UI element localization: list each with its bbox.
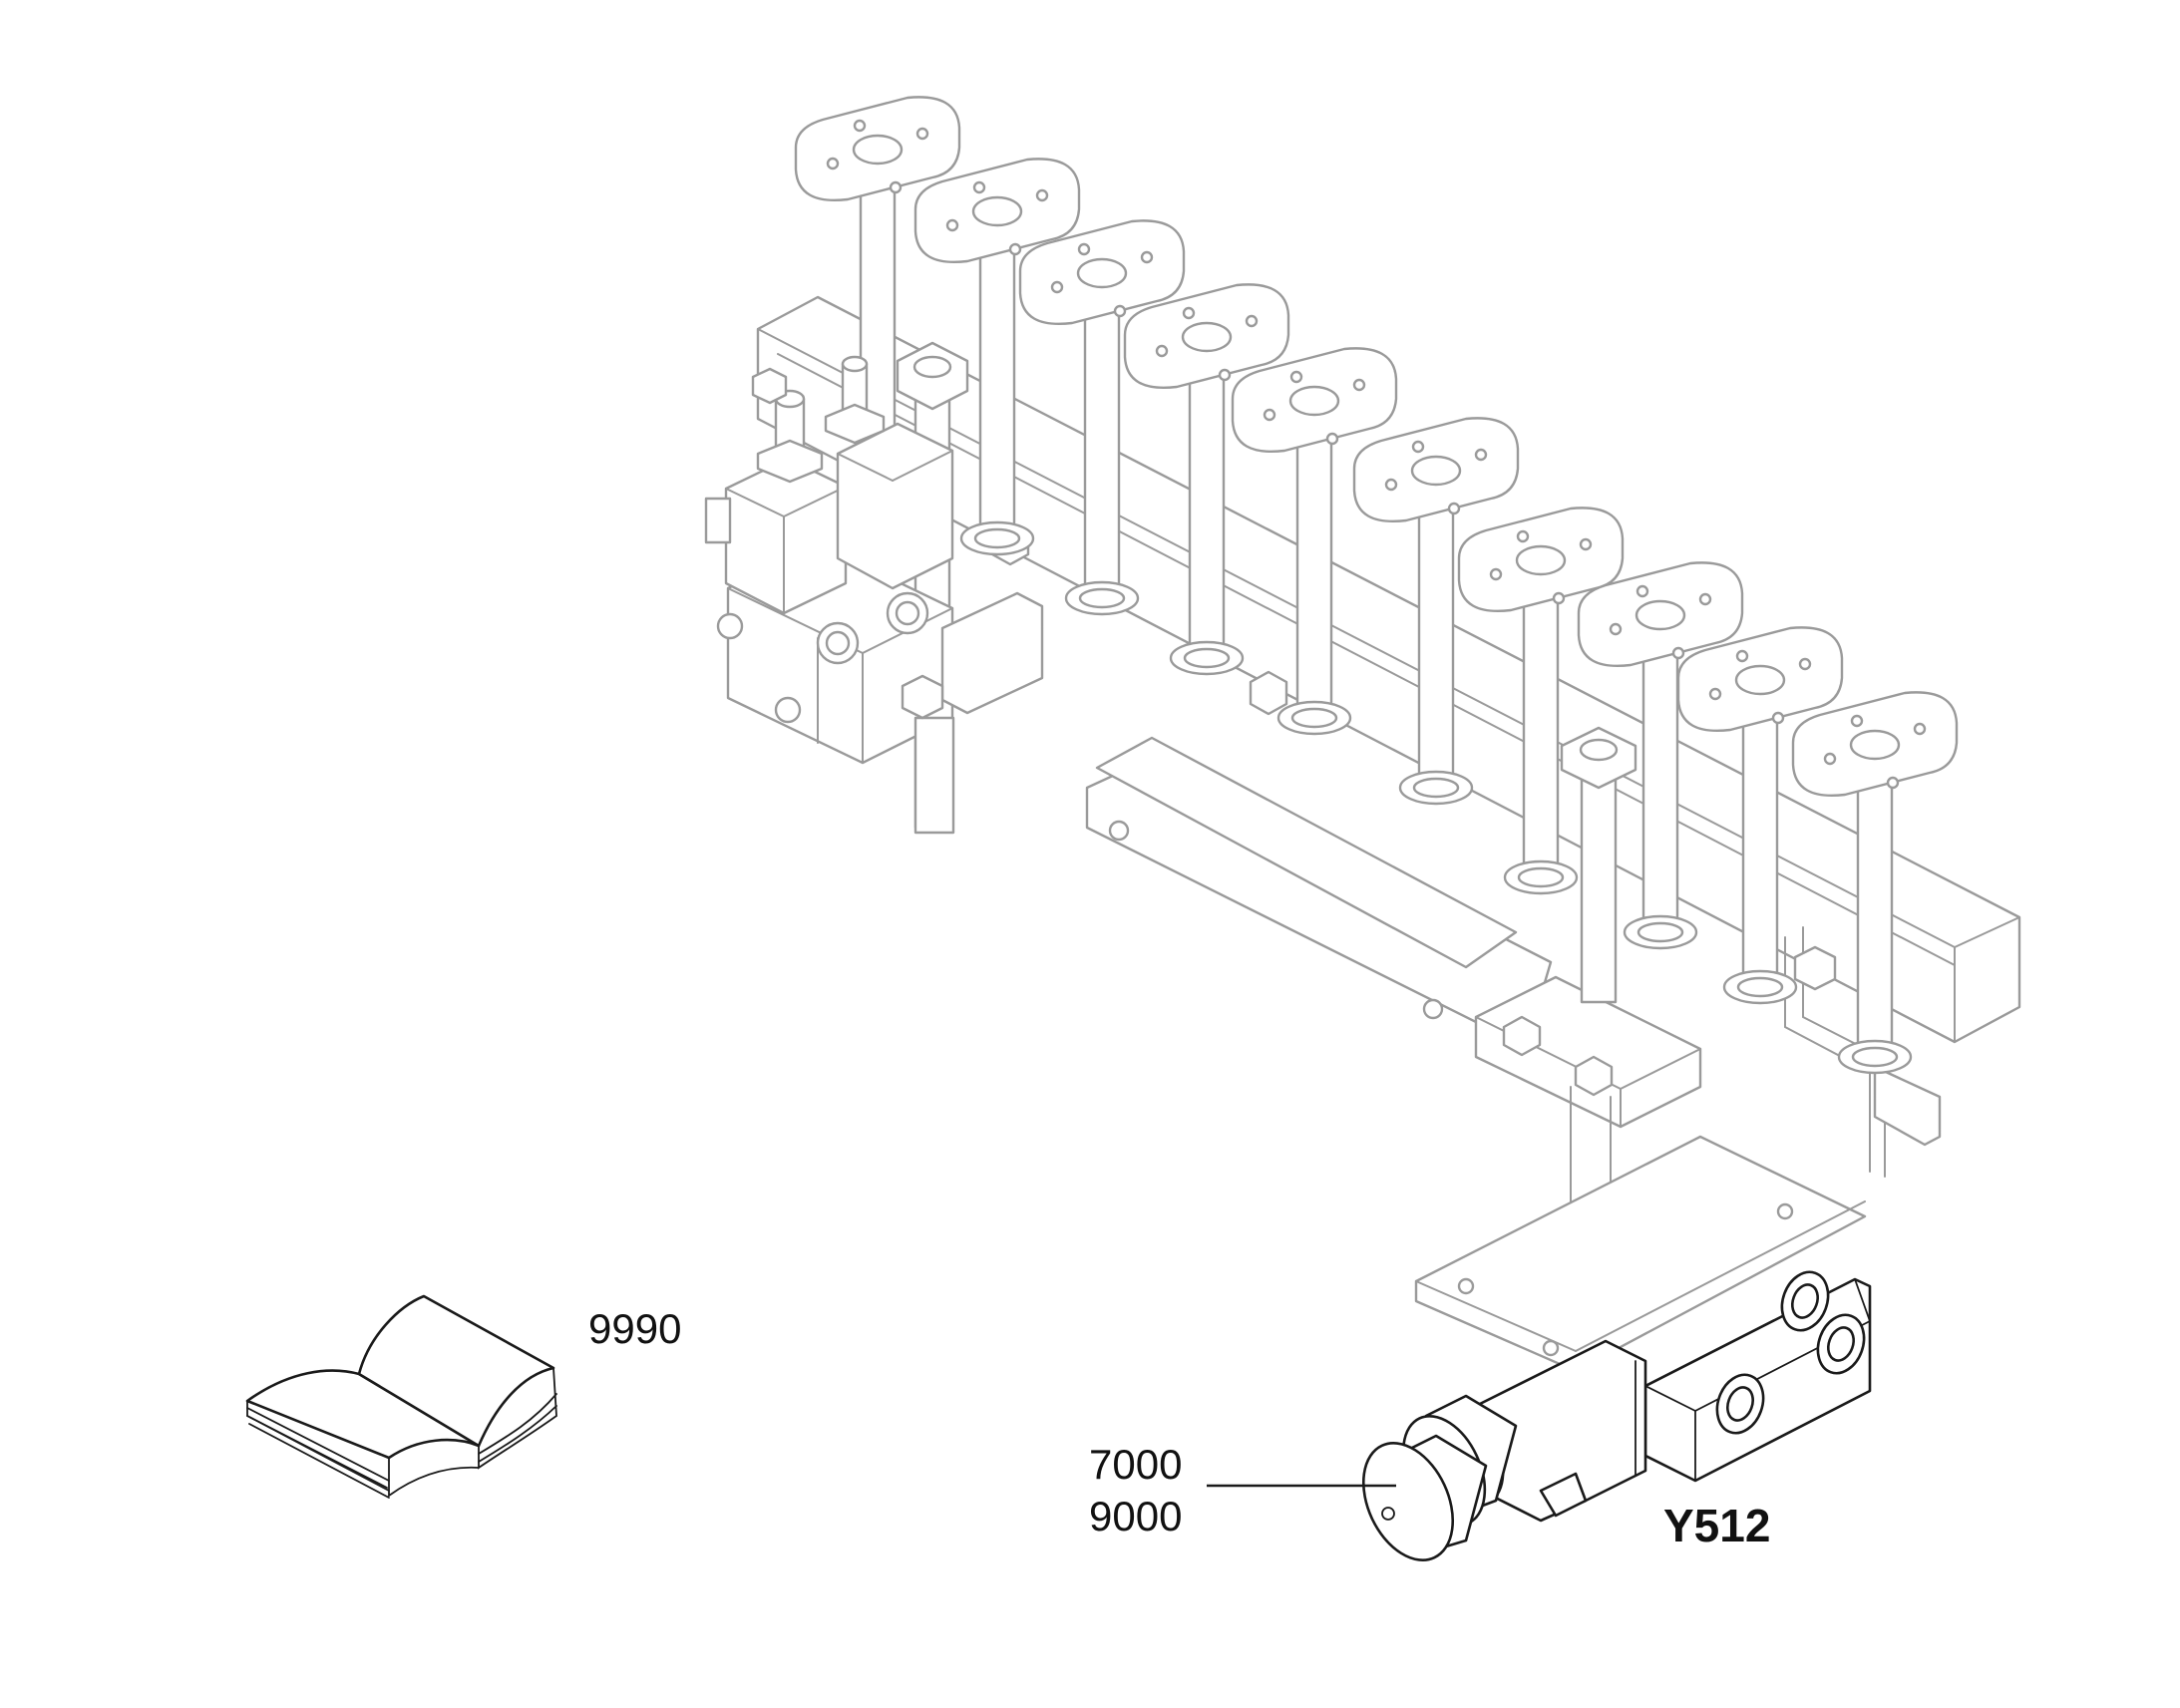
- flange-bolt-hole: [1325, 432, 1339, 446]
- callout-7000: 7000: [1089, 1441, 1183, 1488]
- post-collar-inner: [1412, 777, 1460, 799]
- flange-post: [1417, 502, 1455, 790]
- flange-bolt-hole: [1050, 280, 1064, 294]
- flange-bolt-hole: [1886, 776, 1900, 790]
- flange-bolt-hole: [1008, 242, 1022, 256]
- flange-bore: [1635, 599, 1686, 631]
- flange-bolt-hole: [1474, 448, 1488, 462]
- flange-bolt-hole: [1823, 752, 1837, 766]
- flange-post: [1856, 776, 1894, 1059]
- flange-bolt-hole: [1798, 657, 1812, 671]
- post-collar-inner: [1736, 976, 1784, 998]
- flange-bore: [1849, 729, 1901, 761]
- flange-bolt-hole: [1579, 537, 1593, 551]
- flange-bolt-hole: [1245, 314, 1259, 328]
- flange-bolt-hole: [1218, 368, 1232, 382]
- flange-bore: [1734, 664, 1786, 696]
- flange-bolt-hole: [945, 218, 959, 232]
- flange-bolt-hole: [972, 180, 986, 194]
- callout-9990: 9990: [588, 1305, 682, 1352]
- post-collar-inner: [1517, 866, 1565, 888]
- post-collar-inner: [1851, 1046, 1899, 1068]
- flange-bolt-hole: [1182, 306, 1196, 320]
- post-collar-inner: [1290, 707, 1338, 729]
- flange-post: [1641, 646, 1679, 934]
- flange-bolt-hole: [1447, 502, 1461, 515]
- flange-bolt-hole: [1671, 646, 1685, 660]
- flange-bolt-hole: [1735, 649, 1749, 663]
- flange-bolt-hole: [1289, 370, 1303, 384]
- flange-post: [978, 242, 1016, 540]
- post-collar-inner: [1183, 647, 1231, 669]
- flange-post: [1083, 304, 1121, 600]
- flange-bore: [1515, 544, 1567, 576]
- callout-y512: Y512: [1663, 1500, 1771, 1551]
- flange-bolt-hole: [1635, 584, 1649, 598]
- plunger-cap: [1361, 1394, 1518, 1561]
- flange-bore: [971, 195, 1023, 227]
- flange-post: [1741, 711, 1779, 989]
- flange-bolt-hole: [1698, 592, 1712, 606]
- flange-bore: [1181, 321, 1233, 353]
- flange-bolt-hole: [1113, 304, 1127, 318]
- flange-post: [1522, 591, 1560, 879]
- flange-bolt-hole: [1708, 687, 1722, 701]
- flange-bolt-hole: [1913, 722, 1927, 736]
- flange-bolt-hole: [1850, 714, 1864, 728]
- flange-bolt-hole: [826, 157, 840, 171]
- flange-bolt-hole: [1516, 529, 1530, 543]
- flange-bolt-hole: [1035, 188, 1049, 202]
- flange-bolt-hole: [915, 127, 929, 141]
- flange-bore: [1410, 455, 1462, 487]
- post-collar-inner: [1636, 921, 1684, 943]
- callout-9000: 9000: [1089, 1493, 1183, 1539]
- flange-bolt-hole: [1489, 567, 1503, 581]
- post-collar-inner: [1078, 587, 1126, 609]
- flange-bolt-hole: [853, 119, 867, 133]
- flange-bolt-hole: [1077, 242, 1091, 256]
- flange-bore: [1076, 257, 1128, 289]
- flange-bolt-hole: [1552, 591, 1566, 605]
- flange-bolt-hole: [1384, 478, 1398, 492]
- flange-bore: [852, 134, 904, 166]
- flange-bolt-hole: [1140, 250, 1154, 264]
- flange-bolt-hole: [1352, 378, 1366, 392]
- flange-bolt-hole: [1411, 440, 1425, 454]
- flange-bolt-hole: [1609, 622, 1623, 636]
- post-collar-inner: [973, 527, 1021, 549]
- open-book-icon: [245, 1294, 557, 1499]
- flange-bore: [1288, 385, 1340, 417]
- flange-bolt-hole: [1771, 711, 1785, 725]
- flange-bolt-hole: [1263, 408, 1276, 422]
- solenoid-valve-icon: [704, 355, 1044, 835]
- flange-post: [1188, 368, 1226, 660]
- flange-bolt-hole: [1155, 344, 1169, 358]
- flange-post: [1295, 432, 1333, 720]
- flange-bolt-hole: [889, 180, 903, 194]
